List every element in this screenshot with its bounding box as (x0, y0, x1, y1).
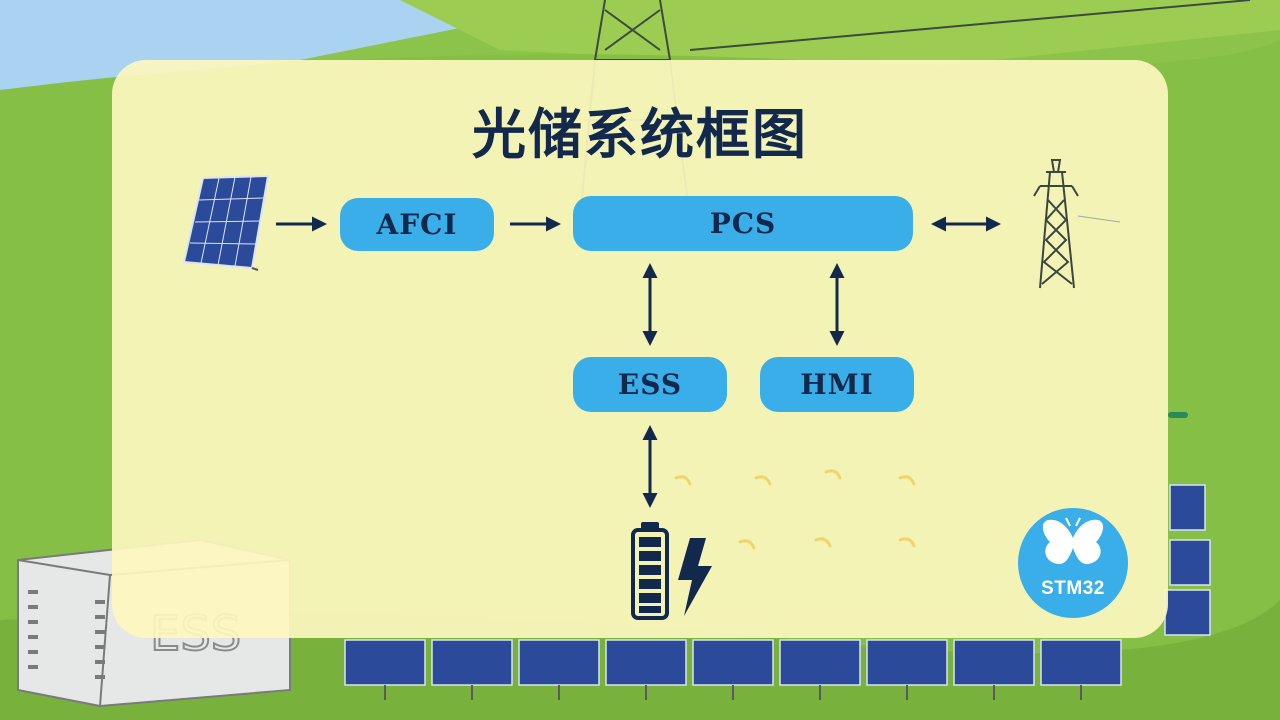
node-hmi: HMI (760, 357, 914, 412)
stm32-logo: STM32 (1018, 508, 1128, 618)
node-afci: AFCI (340, 198, 494, 251)
solar-panel-icon (182, 174, 270, 271)
page-title: 光储系统框图 (472, 103, 808, 166)
node-ess: ESS (573, 357, 727, 412)
logo-text: STM32 (1041, 578, 1105, 599)
background-solar-field (344, 412, 1211, 700)
battery-icon (631, 522, 669, 620)
node-pcs: PCS (573, 196, 913, 251)
flow-arrows (674, 469, 916, 550)
lightning-icon (678, 538, 712, 616)
butterfly-icon (1042, 517, 1104, 565)
power-tower-icon (1033, 159, 1121, 289)
